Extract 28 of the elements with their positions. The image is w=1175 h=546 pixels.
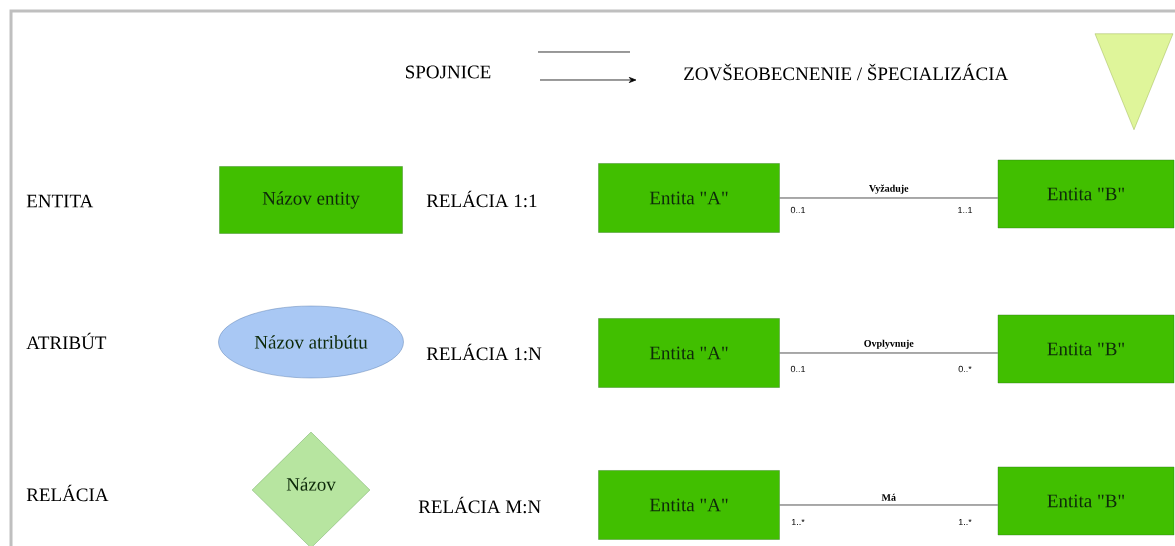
entity-box: Entita "B"	[997, 466, 1175, 536]
multiplicity-label: 0..1	[790, 365, 806, 373]
specialization-triangle	[1094, 33, 1174, 130]
entity-box: Názov entity	[219, 166, 403, 234]
row-label: RELÁCIA M:N	[418, 496, 541, 514]
connector-line	[779, 197, 999, 199]
row-label: ZOVŠEOBECNENIE / ŠPECIALIZÁCIA	[684, 63, 1009, 81]
multiplicity-label: 0..*	[958, 365, 972, 373]
entity-box: Entita "A"	[598, 470, 780, 540]
multiplicity-label: 1..1	[958, 206, 973, 214]
connector-line	[779, 352, 999, 354]
edge-label: Má	[880, 492, 897, 502]
entity-box: Entita "A"	[598, 318, 780, 388]
row-label: RELÁCIA 1:1	[426, 190, 537, 208]
row-label: SPOJNICE	[406, 65, 491, 79]
row-label: ATRIBÚT	[26, 332, 107, 350]
edge-label: Vyžaduje	[867, 183, 910, 195]
connector-line	[779, 504, 999, 506]
multiplicity-label: 1..*	[958, 518, 972, 526]
multiplicity-label: 1..*	[791, 518, 805, 526]
multiplicity-label: 0..1	[790, 206, 806, 214]
edge-label: Ovplyvnuje	[862, 338, 915, 350]
entity-box: Entita "B"	[997, 159, 1175, 229]
row-label: RELÁCIA 1:N	[426, 343, 542, 361]
entity-box: Entita "A"	[598, 163, 780, 233]
row-label: ENTITA	[26, 194, 94, 208]
entity-box: Entita "B"	[997, 314, 1175, 384]
row-label: RELÁCIA	[26, 484, 109, 502]
